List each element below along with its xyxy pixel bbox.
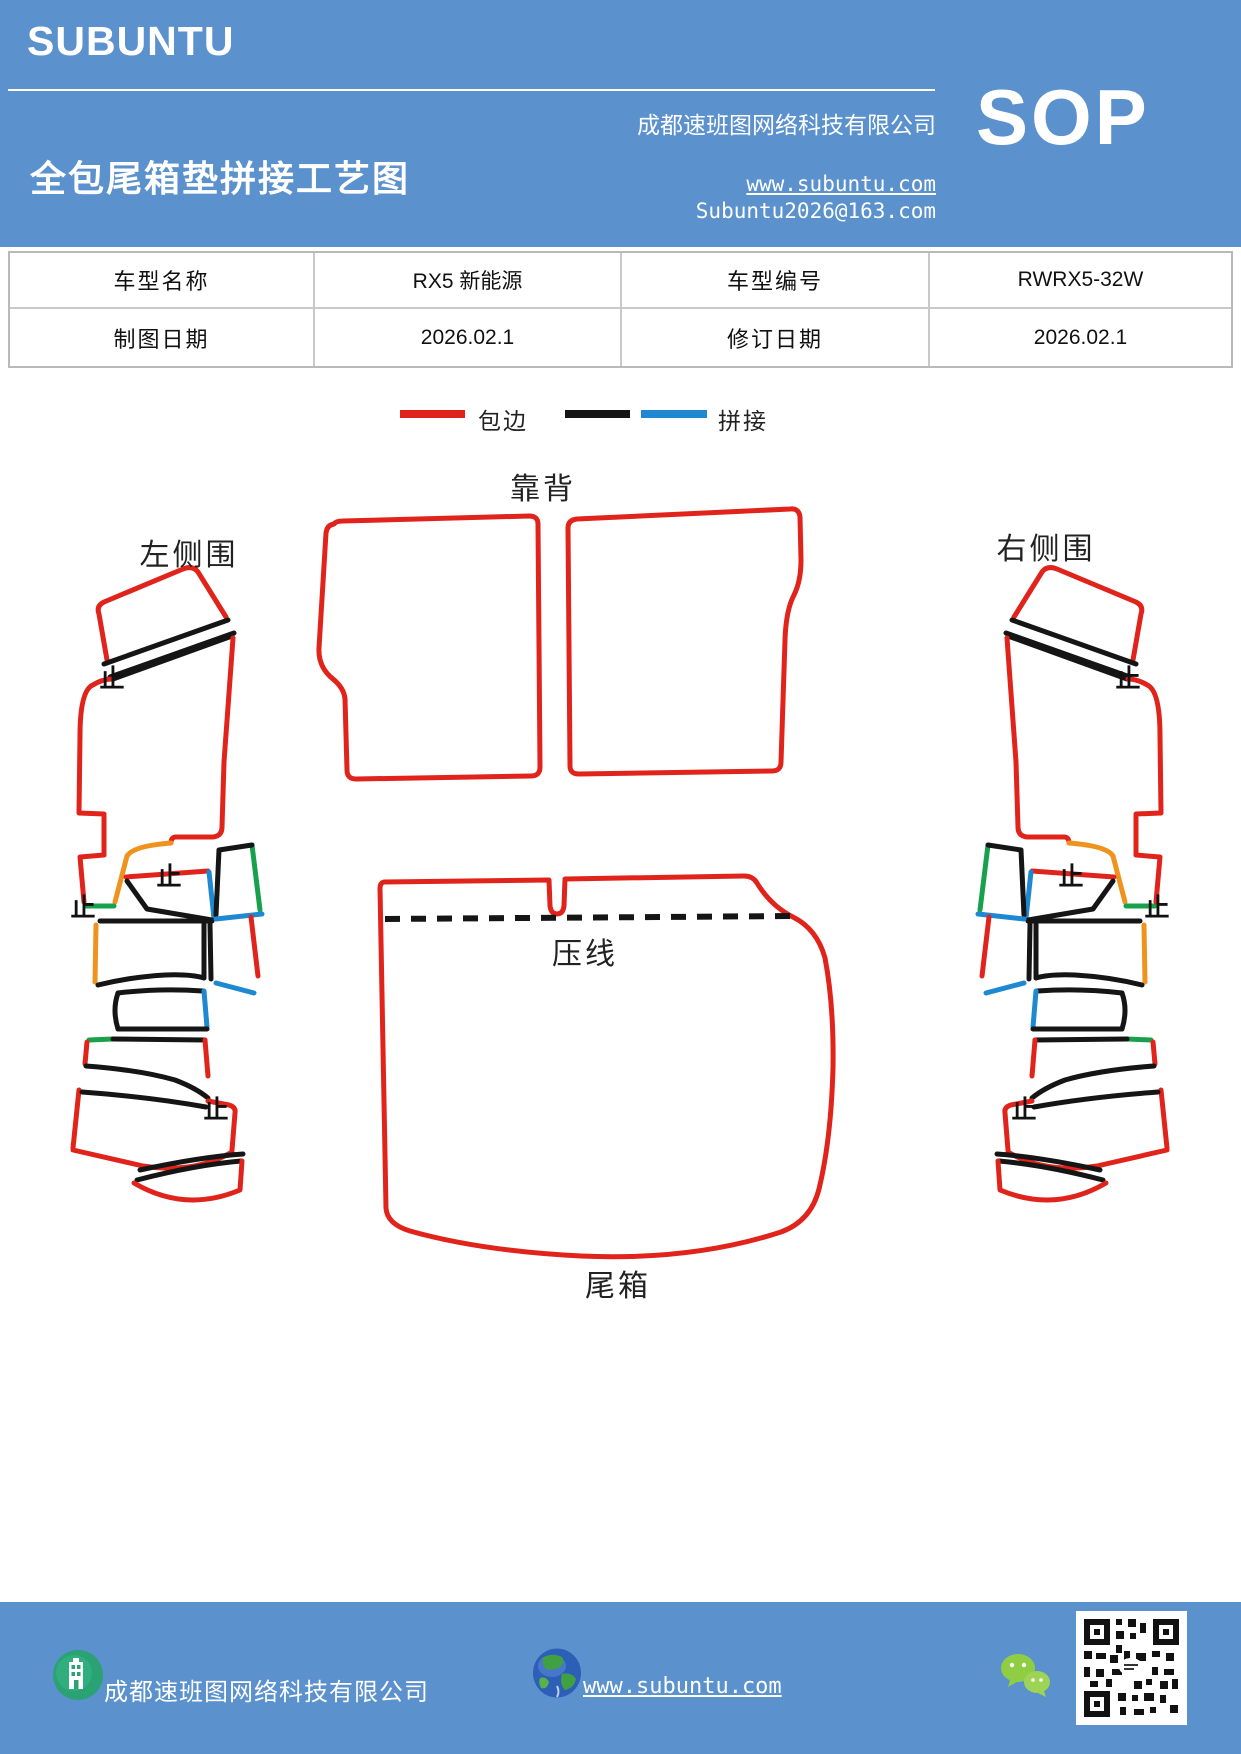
header-website-link[interactable]: www.subuntu.com <box>746 172 936 196</box>
wechat-icon <box>1001 1654 1050 1697</box>
brand-logo: SUBUNTU <box>27 18 235 64</box>
stop-mark: 止 <box>156 862 182 891</box>
car-model-value: RX5 新能源 <box>315 253 622 309</box>
stop-mark: 止 <box>1058 862 1084 891</box>
footer-company-name: 成都速班图网络科技有限公司 <box>104 1678 429 1706</box>
label-right-side: 右侧围 <box>996 532 1096 567</box>
backrest-right-piece <box>565 506 804 777</box>
footer-website-link[interactable]: www.subuntu.com <box>583 1674 782 1699</box>
draw-date-value: 2026.02.1 <box>315 309 622 366</box>
revise-date-label: 修订日期 <box>622 309 930 366</box>
label-left-side: 左侧围 <box>139 538 239 573</box>
header-divider <box>8 89 935 91</box>
stop-mark: 止 <box>1011 1095 1037 1124</box>
legend-swatch-stitch-black <box>565 410 630 418</box>
page-title: 全包尾箱垫拼接工艺图 <box>30 158 411 200</box>
trunk-piece <box>377 873 836 1260</box>
stop-mark: 止 <box>203 1095 229 1124</box>
legend-label-stitch: 拼接 <box>718 409 768 435</box>
draw-date-label: 制图日期 <box>10 309 315 366</box>
header-email: Subuntu2026@163.com <box>695 199 936 223</box>
stop-mark: 止 <box>99 664 125 693</box>
qr-code <box>1076 1611 1187 1725</box>
revise-date-value: 2026.02.1 <box>930 309 1231 366</box>
backrest-left-piece <box>316 513 543 782</box>
label-trunk: 尾箱 <box>585 1269 651 1304</box>
car-code-value: RWRX5-32W <box>930 253 1231 309</box>
header: SUBUNTU 成都速班图网络科技有限公司 全包尾箱垫拼接工艺图 www.sub… <box>0 0 1241 247</box>
press-dashed-line <box>384 913 799 922</box>
legend-label-edge: 包边 <box>478 409 528 435</box>
globe-icon <box>533 1648 581 1698</box>
sop-badge: SOP <box>976 73 1150 161</box>
header-company-name: 成都速班图网络科技有限公司 <box>637 113 936 139</box>
car-code-label: 车型编号 <box>622 253 930 309</box>
label-press-line: 压线 <box>552 937 618 972</box>
legend-swatch-edge-red <box>400 410 465 418</box>
vehicle-info-table: 车型名称 RX5 新能源 车型编号 RWRX5-32W 制图日期 2026.02… <box>8 251 1233 368</box>
stop-mark: 止 <box>70 893 96 922</box>
label-backrest: 靠背 <box>510 472 576 507</box>
stop-mark: 止 <box>1144 893 1170 922</box>
building-icon <box>53 1650 103 1700</box>
legend-swatch-stitch-blue <box>641 410 707 418</box>
stop-mark: 止 <box>1115 664 1141 693</box>
car-model-label: 车型名称 <box>10 253 315 309</box>
